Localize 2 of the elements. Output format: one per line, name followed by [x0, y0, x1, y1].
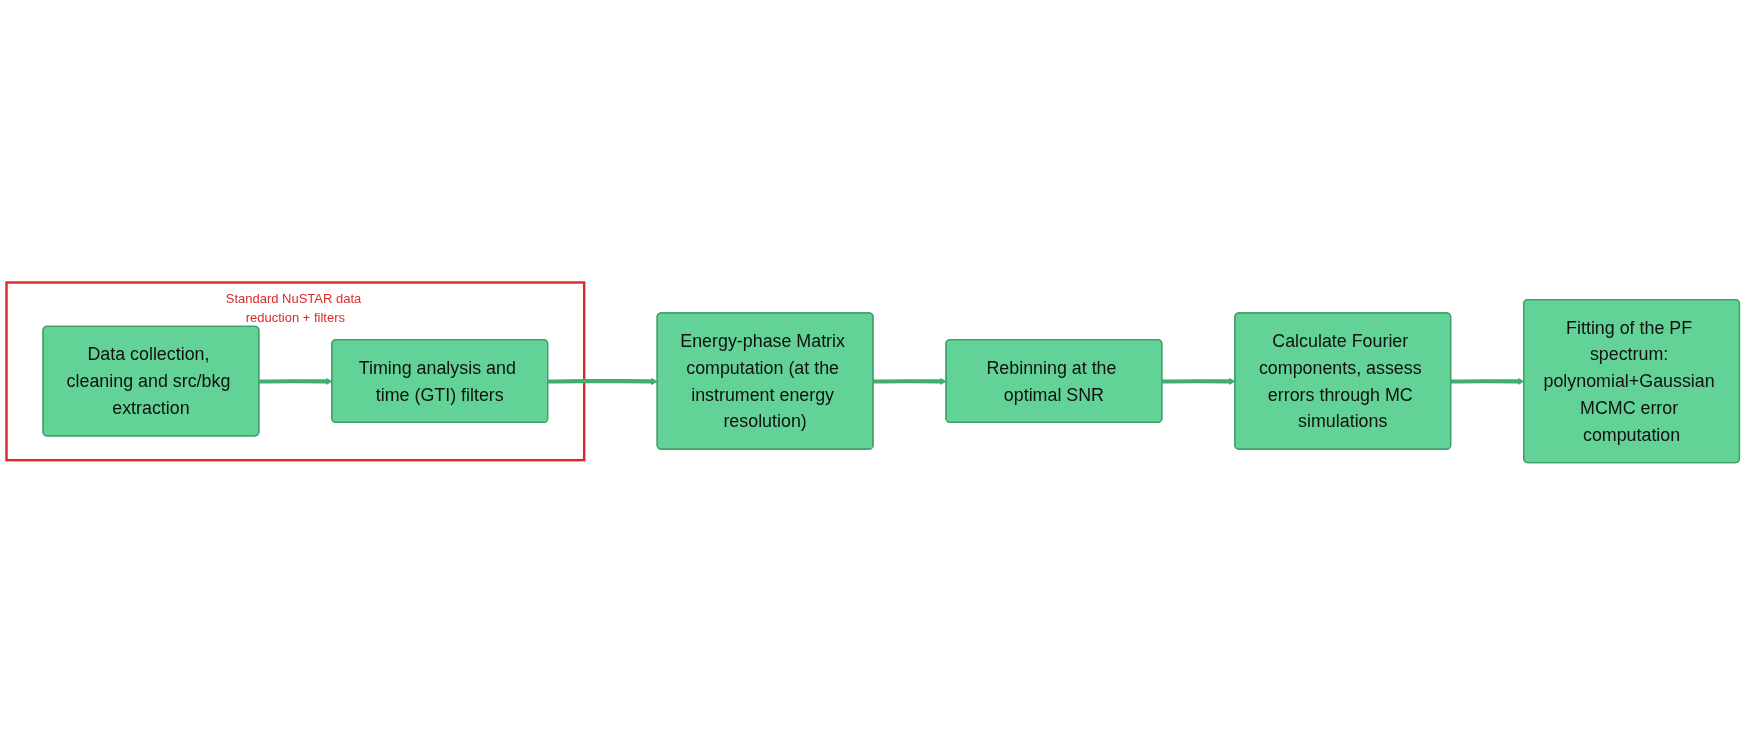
arrow	[548, 377, 658, 385]
arrow	[873, 377, 947, 385]
